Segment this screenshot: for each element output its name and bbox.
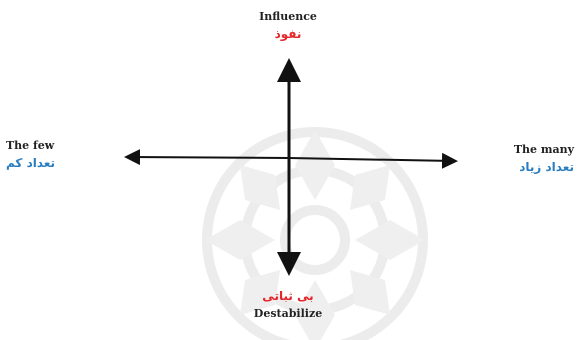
axis-right-label-group: The many تعداد زیاد (490, 143, 574, 174)
watermark-logo (150, 110, 480, 340)
axis-top-label-en: Influence (259, 10, 317, 23)
horizontal-axis-arrow-right (288, 152, 458, 169)
axis-right-label-en: The many (513, 143, 574, 156)
axis-left-label-en: The few (6, 139, 55, 152)
axis-bottom-label-fa: بی ثباتی (262, 289, 314, 303)
axis-bottom-label-group: بی ثباتی Destabilize (208, 289, 368, 320)
axis-bottom-label-en: Destabilize (253, 307, 323, 320)
quadrant-axes (124, 58, 458, 276)
axis-right-label-fa: تعداد زیاد (519, 160, 574, 174)
axis-top-label-fa: نفوذ (274, 27, 302, 41)
horizontal-axis-arrow-left (124, 149, 290, 166)
axis-left-label-fa: تعداد کم (6, 156, 56, 170)
axis-top-label-group: Influence نفوذ (218, 10, 358, 41)
axis-left-label-group: The few تعداد کم (6, 139, 76, 170)
